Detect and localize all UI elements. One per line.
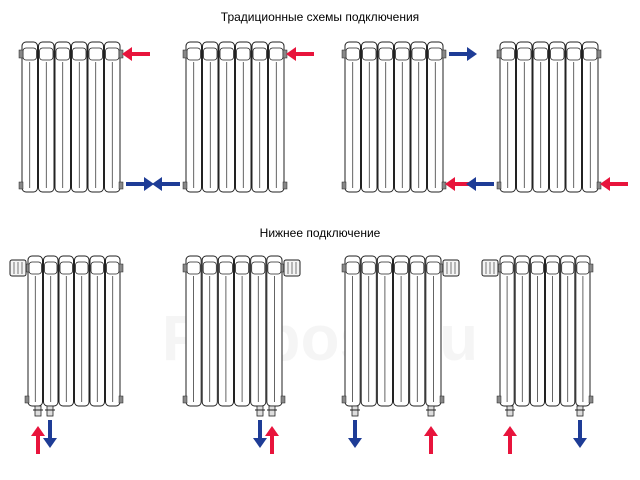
- section-header: [235, 261, 250, 275]
- section-header: [44, 261, 58, 275]
- end-plug-bottom-right: [441, 181, 447, 190]
- return-arrow-head: [466, 177, 476, 191]
- radiator-diagram-top-3: [341, 41, 477, 193]
- supply-arrow-head: [503, 426, 517, 436]
- section-header: [55, 47, 70, 61]
- section-header: [362, 47, 377, 61]
- connection-pipe: [506, 405, 514, 417]
- end-plug-bottom-right: [439, 395, 445, 404]
- radiator-diagram-bottom-1: [9, 255, 124, 454]
- return-arrow-head: [43, 438, 57, 448]
- end-plug-bottom-right: [596, 181, 602, 190]
- section-header: [378, 47, 393, 61]
- supply-arrow-head: [31, 426, 45, 436]
- section-header: [90, 261, 104, 275]
- end-plug-left: [341, 49, 347, 59]
- section-header: [251, 261, 266, 275]
- bottom-section-title: Нижнее подключение: [259, 226, 381, 240]
- supply-arrow-head: [424, 426, 438, 436]
- end-plug-bottom-left: [496, 395, 502, 404]
- section-header: [410, 261, 425, 275]
- top-section-title: Традиционные схемы подключения: [220, 10, 420, 24]
- return-arrow-head: [253, 438, 267, 448]
- end-plug-bottom-right: [280, 395, 286, 404]
- section-header: [566, 47, 581, 61]
- end-plug-bottom-right: [118, 181, 124, 190]
- section-header: [517, 47, 532, 61]
- end-plug-bottom-left: [341, 181, 347, 190]
- section-header: [530, 261, 544, 275]
- connection-pipe: [34, 405, 42, 417]
- section-header: [361, 261, 376, 275]
- return-arrow-head: [144, 177, 154, 191]
- end-plug-bottom-left: [182, 181, 188, 190]
- section-header: [546, 261, 560, 275]
- end-plug-right: [118, 263, 124, 273]
- connection-pipe: [351, 405, 359, 417]
- connection-pipe: [427, 405, 435, 417]
- supply-arrow-head: [286, 47, 296, 61]
- end-plug-right: [441, 49, 447, 59]
- section-header: [533, 47, 548, 61]
- section-header: [394, 261, 409, 275]
- connection-pipe: [256, 405, 264, 417]
- end-plug-left: [496, 49, 502, 59]
- end-plug-bottom-left: [341, 395, 347, 404]
- radiator-diagram-top-4: [466, 41, 628, 193]
- supply-arrow-head: [122, 47, 132, 61]
- radiator-diagram-top-1: [18, 41, 154, 193]
- connection-pipe: [576, 405, 584, 417]
- return-arrow-head: [467, 47, 477, 61]
- section-header: [203, 47, 218, 61]
- connection-pipe: [46, 405, 54, 417]
- end-plug-bottom-right: [588, 395, 594, 404]
- end-plug-left: [182, 263, 188, 273]
- section-header: [88, 47, 103, 61]
- end-plug-bottom-right: [118, 395, 124, 404]
- section-header: [377, 261, 392, 275]
- section-header: [550, 47, 565, 61]
- end-plug-bottom-left: [182, 395, 188, 404]
- section-header: [202, 261, 217, 275]
- end-plug-bottom-left: [24, 395, 30, 404]
- supply-arrow-head: [265, 426, 279, 436]
- connection-pipe: [268, 405, 276, 417]
- end-plug-bottom-left: [18, 181, 24, 190]
- return-arrow-head: [573, 438, 587, 448]
- end-plug-right: [588, 263, 594, 273]
- section-header: [236, 47, 251, 61]
- radiator-diagram-bottom-2: [182, 255, 301, 454]
- return-arrow-head: [152, 177, 162, 191]
- end-plug-bottom-left: [496, 181, 502, 190]
- section-header: [72, 47, 87, 61]
- radiator-diagram-top-2: [152, 41, 314, 193]
- section-header: [59, 261, 73, 275]
- section-header: [252, 47, 267, 61]
- end-plug-right: [596, 49, 602, 59]
- return-arrow-head: [348, 438, 362, 448]
- radiator-diagram-bottom-4: [481, 255, 594, 454]
- supply-arrow-head: [445, 177, 455, 191]
- end-plug-left: [182, 49, 188, 59]
- end-plug-bottom-right: [282, 181, 288, 190]
- section-header: [561, 261, 575, 275]
- section-header: [219, 47, 234, 61]
- section-header: [75, 261, 89, 275]
- section-header: [39, 47, 54, 61]
- radiator-diagram-bottom-3: [341, 255, 460, 454]
- section-header: [395, 47, 410, 61]
- end-plug-left: [18, 49, 24, 59]
- supply-arrow-head: [600, 177, 610, 191]
- section-header: [411, 47, 426, 61]
- end-plug-left: [341, 263, 347, 273]
- section-header: [515, 261, 529, 275]
- section-header: [218, 261, 233, 275]
